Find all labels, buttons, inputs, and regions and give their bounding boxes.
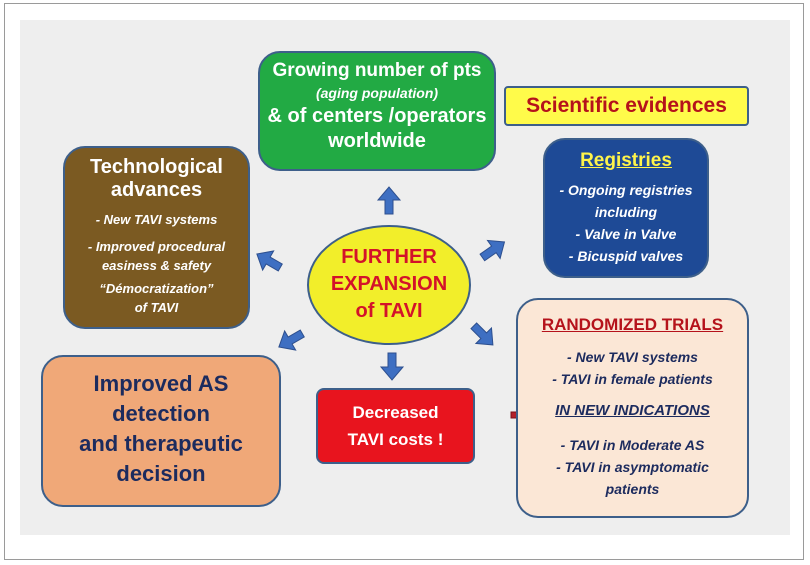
registries-item: - Valve in Valve xyxy=(575,226,677,242)
technological-item: of TAVI xyxy=(134,300,179,315)
growing-line-4: worldwide xyxy=(328,130,426,152)
figure-frame xyxy=(4,3,804,560)
registries-item: - Bicuspid valves xyxy=(568,248,684,264)
further-expansion-center: FURTHER EXPANSION of TAVI xyxy=(307,225,471,345)
arrow-up-right xyxy=(479,239,506,262)
registries-title: Registries xyxy=(580,150,672,171)
randomized-item: - New TAVI systems xyxy=(567,349,698,365)
randomized-sub-item: patients xyxy=(605,481,660,497)
registries-item: including xyxy=(594,204,658,220)
technological-title-1: Technological xyxy=(90,156,223,178)
randomized-sub-item: - TAVI in Moderate AS xyxy=(560,437,705,453)
technological-advances-box: Technological advances - New TAVI system… xyxy=(63,146,250,329)
technological-title-2: advances xyxy=(110,179,203,201)
costs-line-1: Decreased xyxy=(352,403,439,422)
growing-line-1: Growing number of pts xyxy=(272,60,482,81)
new-indications-heading: IN NEW INDICATIONS xyxy=(555,402,710,419)
technological-item: “Démocratization” xyxy=(99,281,214,296)
improved-line: detection xyxy=(112,401,210,426)
randomized-trials-box: RANDOMIZED TRIALS - New TAVI systems - T… xyxy=(516,298,749,518)
arrow-down-right xyxy=(470,322,494,346)
improved-line: decision xyxy=(116,461,206,486)
technological-item: easiness & safety xyxy=(101,258,212,273)
randomized-item: - TAVI in female patients xyxy=(552,371,713,387)
improved-line: Improved AS xyxy=(93,371,229,396)
scientific-evidences-label: Scientific evidences xyxy=(526,94,727,117)
arrow-up-left xyxy=(256,250,283,272)
center-line-2: EXPANSION xyxy=(330,273,448,295)
randomized-sub-item: - TAVI in asymptomatic xyxy=(556,459,709,475)
decreased-costs-box: Decreased TAVI costs ! xyxy=(316,388,475,464)
technological-item: - New TAVI systems xyxy=(95,212,218,227)
arrow-up xyxy=(376,186,402,215)
registries-box: Registries - Ongoing registries includin… xyxy=(543,138,709,278)
center-line-3: of TAVI xyxy=(355,300,423,322)
registries-item: - Ongoing registries xyxy=(559,182,693,198)
improved-detection-box: Improved AS detection and therapeutic de… xyxy=(41,355,281,507)
improved-line: and therapeutic xyxy=(79,431,243,456)
growing-line-2: (aging population) xyxy=(315,85,439,101)
randomized-title: RANDOMIZED TRIALS xyxy=(541,315,724,334)
arrow-down xyxy=(379,352,405,381)
costs-line-2: TAVI costs ! xyxy=(347,430,444,449)
scientific-evidences-box: Scientific evidences xyxy=(504,86,749,126)
center-line-1: FURTHER xyxy=(341,246,437,268)
growing-line-3: & of centers /operators xyxy=(267,105,487,127)
growing-patients-box: Growing number of pts (aging population)… xyxy=(258,51,496,171)
arrow-down-left xyxy=(278,329,305,351)
technological-item: - Improved procedural xyxy=(87,239,226,254)
